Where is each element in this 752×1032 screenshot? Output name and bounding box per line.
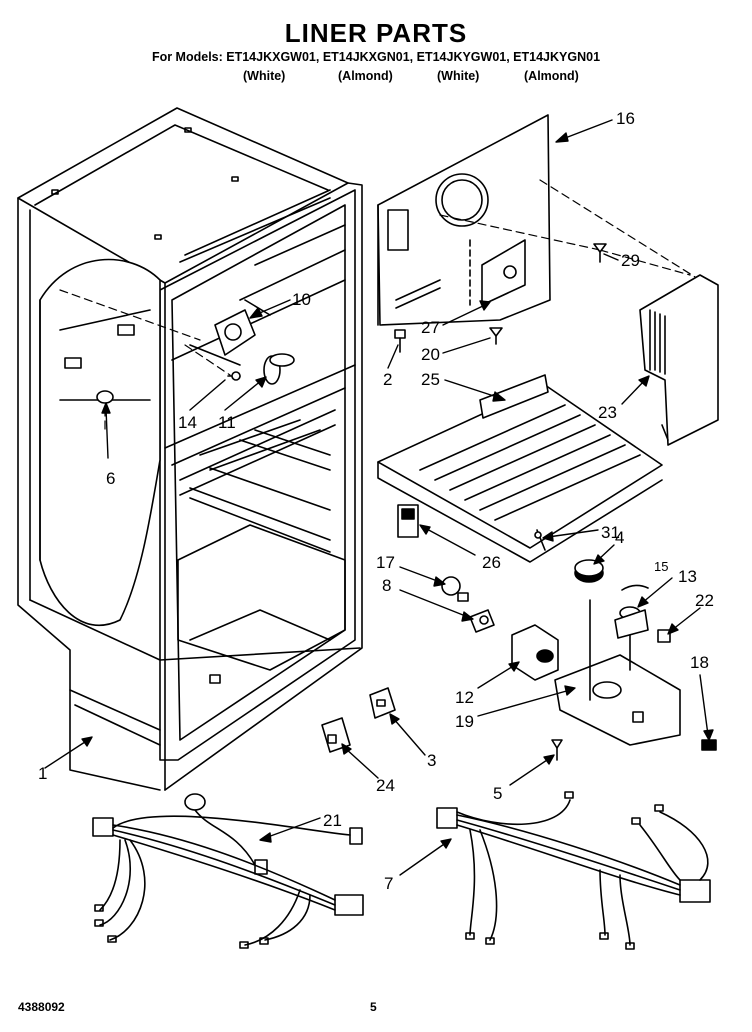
wiring-harness-7 <box>436 791 711 950</box>
callout-14: 14 <box>178 413 197 432</box>
callout-20: 20 <box>421 345 440 364</box>
page-number: 5 <box>370 1000 377 1014</box>
callout-27: 27 <box>421 318 440 337</box>
callout-6: 6 <box>106 469 115 488</box>
control-housing <box>554 599 681 746</box>
callout-4: 4 <box>615 528 624 547</box>
plug-button <box>96 390 114 404</box>
callout-13: 13 <box>678 567 697 586</box>
models-line: For Models: ET14JKXGW01, ET14JKXGN01, ET… <box>151 50 601 64</box>
callout-19: 18 <box>690 653 709 672</box>
shelf-frame <box>377 374 663 563</box>
fan-blade <box>263 353 295 385</box>
callout-10: 10 <box>292 290 311 309</box>
callout-25: 25 <box>421 370 440 389</box>
callout-21: 21 <box>323 811 342 830</box>
switch-3 <box>369 687 396 719</box>
callout-2: 2 <box>383 370 392 389</box>
screw-31 <box>534 529 546 551</box>
wiring-harness-21 <box>92 793 364 949</box>
callout-31: 31 <box>601 523 620 542</box>
screws <box>394 243 607 353</box>
callout-15: 15 <box>654 559 668 574</box>
callout-26: 26 <box>482 553 501 572</box>
callout-11: 11 <box>218 413 236 432</box>
callout-18: 12 <box>455 688 474 707</box>
callout-12: 19 <box>455 712 474 731</box>
callout-24: 24 <box>376 776 395 795</box>
callout-7: 7 <box>384 874 393 893</box>
liner-cabinet <box>17 107 363 791</box>
fan-motor-bracket <box>189 299 271 366</box>
callout-1: 1 <box>38 764 47 783</box>
light-bulb <box>441 576 469 602</box>
connector-19 <box>701 739 717 751</box>
callout-29: 29 <box>621 251 640 270</box>
thermostat <box>614 606 649 671</box>
callout-17: 17 <box>376 553 395 572</box>
control-knob <box>574 559 604 583</box>
air-duct <box>639 274 719 446</box>
clip-15 <box>621 584 649 591</box>
screw-14 <box>227 371 241 381</box>
screw-5 <box>551 739 563 761</box>
part-24 <box>321 717 351 753</box>
callout-16: 16 <box>616 109 635 128</box>
alignment-lines <box>59 179 701 431</box>
callout-3: 3 <box>427 751 436 770</box>
callout-23: 23 <box>598 403 617 422</box>
model-color-1: (White) <box>243 69 286 83</box>
callout-labels: 16 29 10 27 20 2 25 23 14 11 6 31 4 17 2… <box>38 109 714 893</box>
callout-22: 22 <box>695 591 714 610</box>
light-shield <box>511 624 559 681</box>
connector-22 <box>657 629 671 643</box>
light-socket <box>469 609 495 633</box>
control-part-26 <box>397 504 419 538</box>
callout-8: 8 <box>382 576 391 595</box>
callout-5: 5 <box>493 784 502 803</box>
page-title: LINER PARTS <box>284 18 468 48</box>
model-color-4: (Almond) <box>524 69 579 83</box>
evaporator-cover <box>377 114 551 326</box>
leader-lines <box>44 119 714 876</box>
document-number: 4388092 <box>18 1000 65 1014</box>
model-color-3: (White) <box>437 69 480 83</box>
model-color-2: (Almond) <box>338 69 393 83</box>
